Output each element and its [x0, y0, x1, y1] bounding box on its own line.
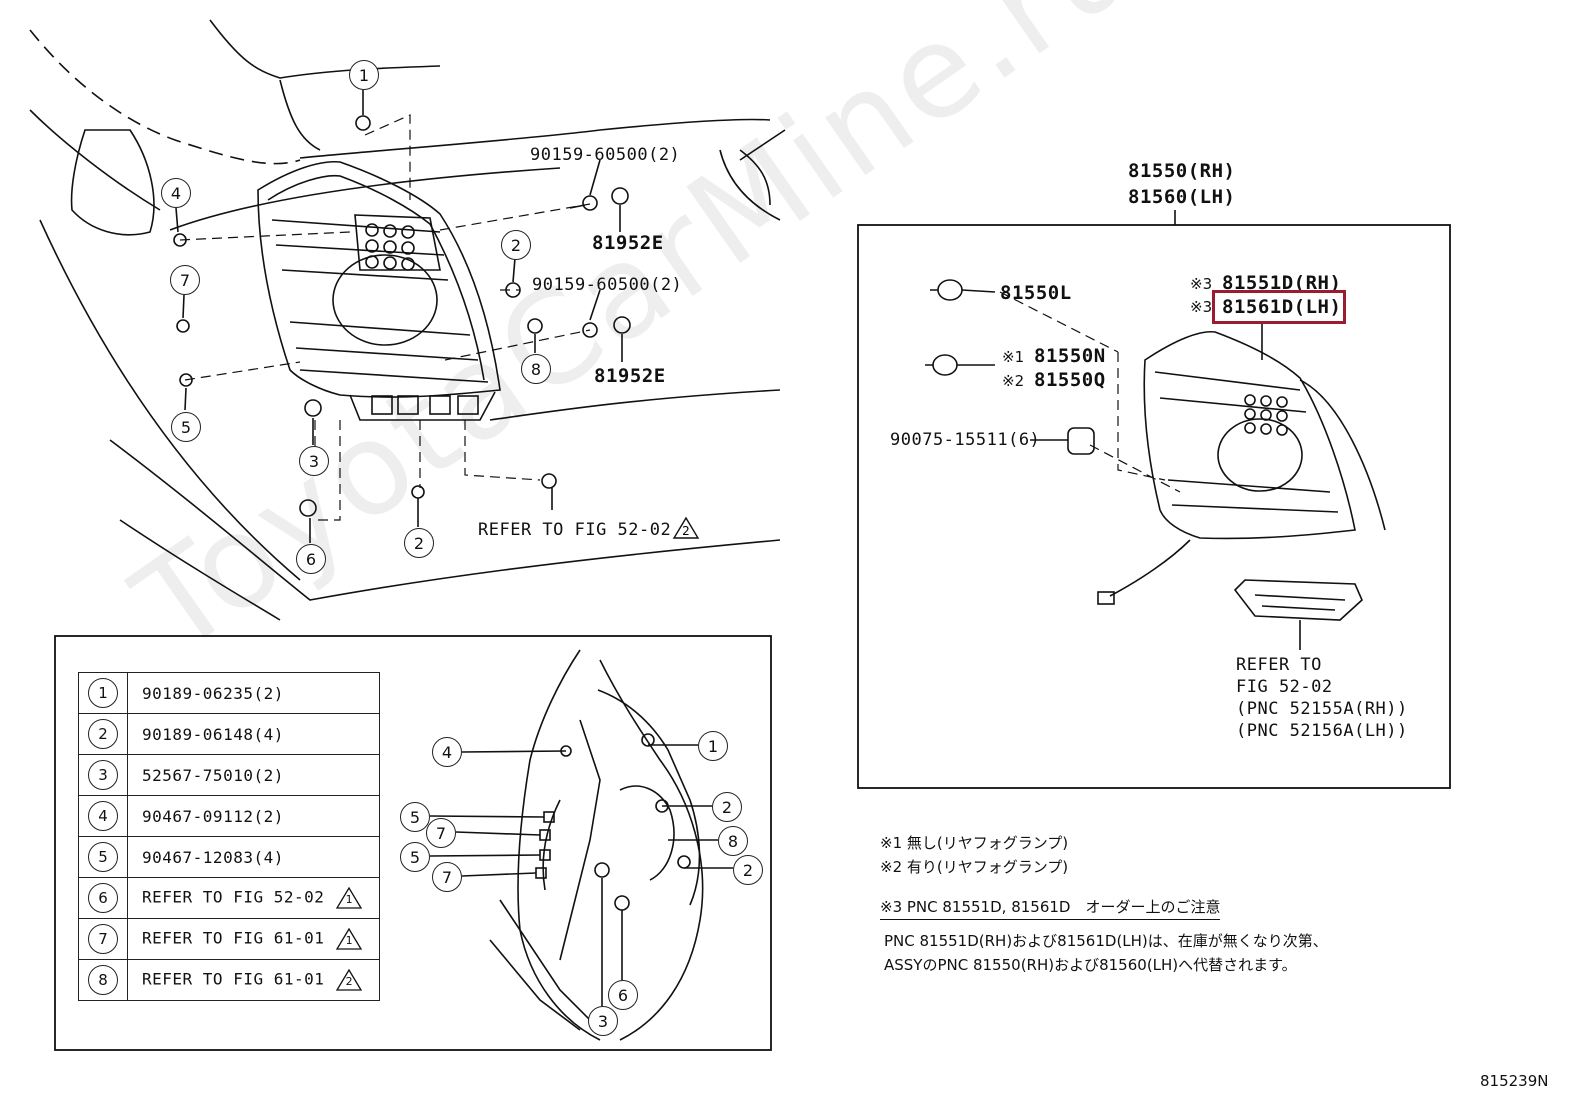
legend-row: 1 90189-06235(2) — [78, 672, 380, 714]
lens-lh-mark: ※3 — [1190, 298, 1213, 316]
callout-2b: 2 — [404, 528, 434, 558]
note-4: PNC 81551D(RH)および81561D(LH)は、在庫が無くなり次第、 — [884, 932, 1328, 950]
legend-part-number: 52567-75010(2) — [142, 765, 284, 785]
legend-part-number: 90467-12083(4) — [142, 847, 284, 867]
legend-row: 6 REFER TO FIG 52-02 1 — [78, 877, 380, 919]
callout-7: 7 — [170, 265, 200, 295]
legend-triangle-number: 1 — [345, 893, 354, 906]
callout-1: 1 — [349, 60, 379, 90]
inset-callout-7: 7 — [426, 818, 456, 848]
legend-row: 7 REFER TO FIG 61-01 1 — [78, 918, 380, 960]
note-2: ※2 有り(リヤフォグランプ) — [880, 858, 1069, 876]
legend-number: 3 — [88, 760, 118, 790]
legend-revision-triangle-icon: 1 — [336, 927, 363, 950]
inset-callout-5b: 5 — [400, 842, 430, 872]
legend-part-number: 90189-06235(2) — [142, 683, 284, 703]
note-5: ASSYのPNC 81550(RH)および81560(LH)へ代替されます。 — [884, 956, 1297, 974]
lens-rh-label: 81551D(RH) — [1222, 272, 1342, 294]
legend-row: 2 90189-06148(4) — [78, 713, 380, 755]
revision-triangle-number: 2 — [682, 524, 690, 538]
callout-3: 3 — [299, 446, 329, 476]
legend-part-number: 90189-06148(4) — [142, 724, 284, 744]
bulb-label-81550n: 81550N — [1034, 345, 1106, 367]
legend-revision-triangle-icon: 1 — [336, 886, 363, 909]
legend-revision-triangle-icon: 2 — [336, 968, 363, 991]
legend-part-number: REFER TO FIG 61-01 — [142, 969, 325, 989]
inset-callout-5: 5 — [400, 802, 430, 832]
highlight-box — [1212, 290, 1346, 324]
legend-number: 7 — [88, 924, 118, 954]
revision-triangle-icon: 2 — [672, 516, 700, 544]
bolt-label-1: 90159-60500(2) — [530, 145, 681, 165]
callout-8: 8 — [521, 354, 551, 384]
refer-line-2: FIG 52-02 — [1236, 677, 1333, 697]
refer-line-3: (PNC 52155A(RH)) — [1236, 699, 1408, 719]
refer-fig-label: REFER TO FIG 52-02 — [478, 520, 672, 540]
legend-triangle-number: 2 — [345, 975, 354, 988]
legend-number: 4 — [88, 801, 118, 831]
bulb-mark-2: ※2 — [1002, 372, 1025, 390]
lens-lh-label: 81561D(LH) — [1222, 296, 1342, 318]
legend-triangle-number: 1 — [345, 934, 354, 947]
cap-label-2: 81952E — [594, 365, 666, 387]
legend-number: 5 — [88, 842, 118, 872]
assembly-lh-label: 81560(LH) — [1128, 186, 1236, 208]
legend-row: 3 52567-75010(2) — [78, 754, 380, 796]
legend-row: 8 REFER TO FIG 61-01 2 — [78, 959, 380, 1001]
refer-line-1: REFER TO — [1236, 655, 1322, 675]
gasket-label: 90075-15511(6) — [890, 430, 1041, 450]
callout-5: 5 — [171, 412, 201, 442]
refer-line-4: (PNC 52156A(LH)) — [1236, 721, 1408, 741]
legend-row: 5 90467-12083(4) — [78, 836, 380, 878]
bolt-label-2: 90159-60500(2) — [532, 275, 683, 295]
inset-callout-7b: 7 — [432, 862, 462, 892]
parts-legend-table: 1 90189-06235(2) 2 90189-06148(4) 3 52567-750… — [78, 672, 380, 1001]
inset-callout-1: 1 — [698, 731, 728, 761]
lens-rh-mark: ※3 — [1190, 275, 1213, 293]
inset-callout-2: 2 — [712, 792, 742, 822]
inset-callout-6: 6 — [608, 980, 638, 1010]
legend-row: 4 90467-09112(2) — [78, 795, 380, 837]
callout-4: 4 — [161, 178, 191, 208]
inset-callout-4: 4 — [432, 737, 462, 767]
note-3: ※3 PNC 81551D, 81561D オーダー上のご注意 — [880, 896, 1221, 920]
callout-2: 2 — [501, 230, 531, 260]
assembly-rh-label: 81550(RH) — [1128, 160, 1236, 182]
bulb-mark-1: ※1 — [1002, 348, 1025, 366]
legend-part-number: 90467-09112(2) — [142, 806, 284, 826]
legend-part-number: REFER TO FIG 61-01 — [142, 928, 325, 948]
legend-part-number: REFER TO FIG 52-02 — [142, 887, 325, 907]
legend-number: 2 — [88, 719, 118, 749]
cap-label-1: 81952E — [592, 232, 664, 254]
bulb-label-81550q: 81550Q — [1034, 369, 1106, 391]
inset-callout-3: 3 — [588, 1006, 618, 1036]
legend-number: 1 — [88, 678, 118, 708]
note-1: ※1 無し(リヤフォグランプ) — [880, 834, 1069, 852]
legend-number: 8 — [88, 965, 118, 995]
figure-code: 815239N — [1480, 1072, 1549, 1090]
bulb-label-81550l: 81550L — [1000, 282, 1072, 304]
legend-number: 6 — [88, 883, 118, 913]
callout-6: 6 — [296, 544, 326, 574]
inset-callout-8: 8 — [718, 826, 748, 856]
inset-callout-2b: 2 — [733, 855, 763, 885]
